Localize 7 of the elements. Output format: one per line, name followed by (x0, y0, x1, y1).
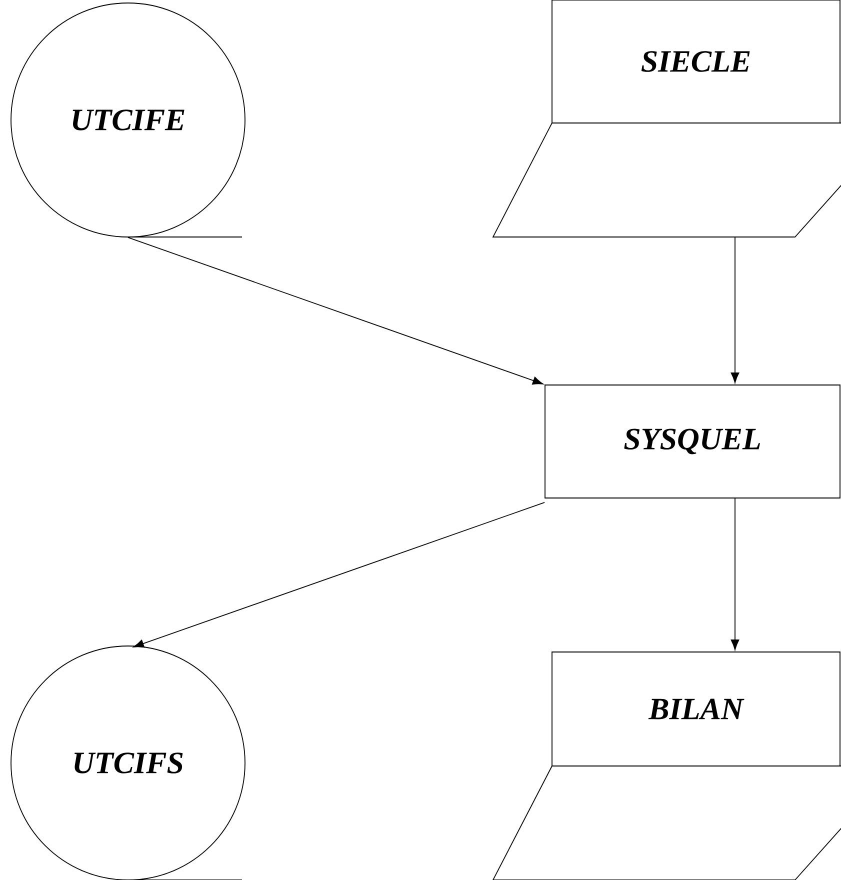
arrow (133, 502, 545, 648)
arrow (730, 237, 740, 384)
arrow (128, 237, 544, 385)
node-label: BILAN (648, 698, 744, 720)
arrow (730, 498, 740, 650)
process-box: SYSQUEL (544, 384, 840, 498)
node-label: SIECLE (641, 51, 750, 72)
